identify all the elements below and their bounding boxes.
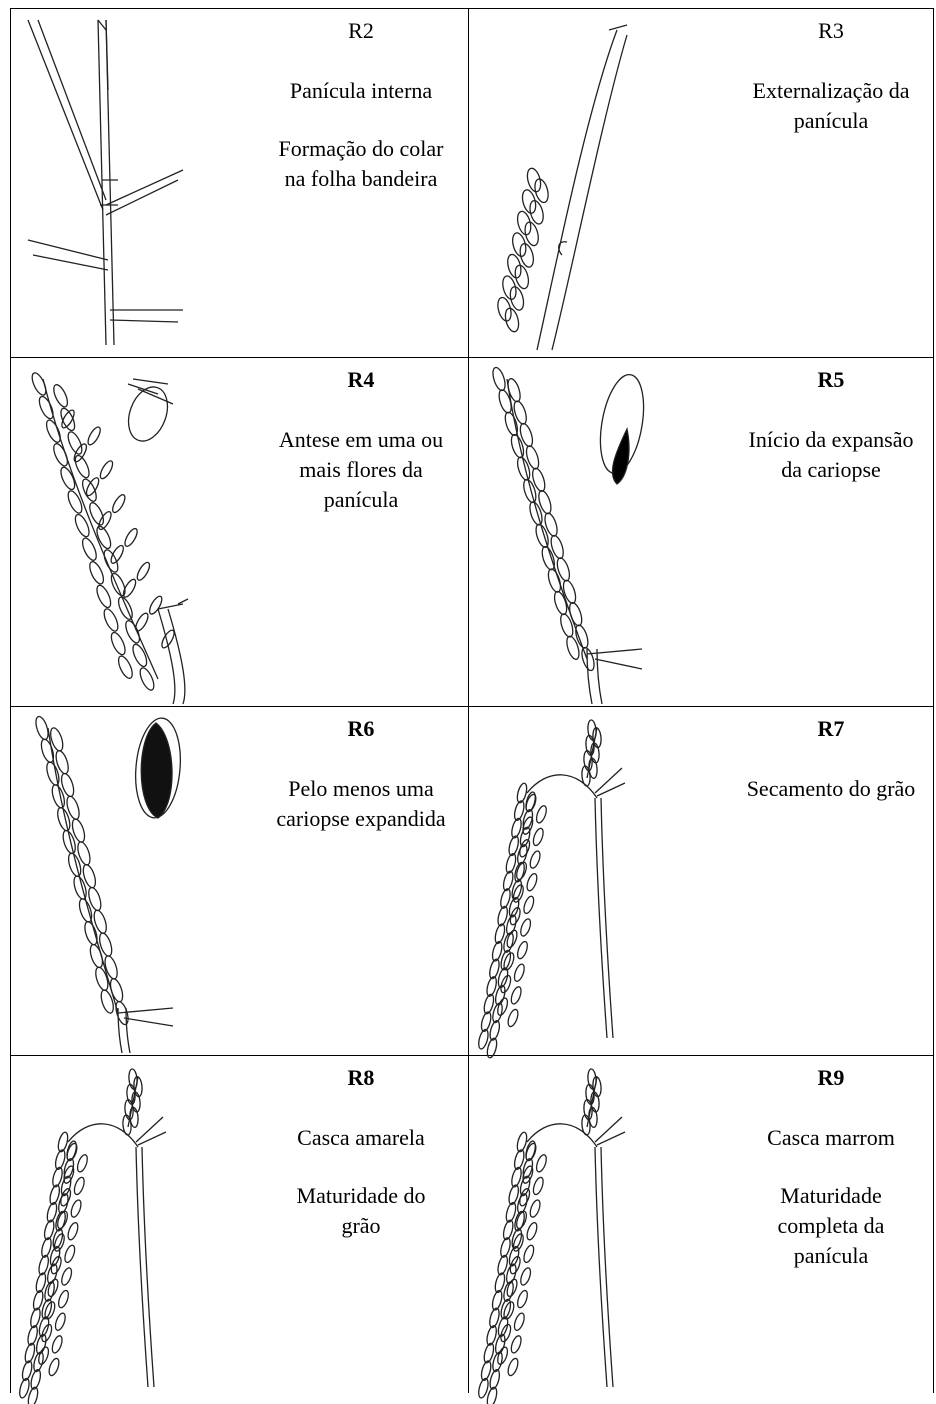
description-line: Panícula interna [251, 76, 471, 106]
description-line: Casca amarela [251, 1123, 471, 1153]
description-line: Secamento do grão [721, 774, 936, 804]
stage-code: R5 [721, 367, 936, 393]
description-line: Pelo menos uma [251, 774, 471, 804]
stage-code: R3 [721, 18, 936, 44]
stage-code: R9 [721, 1065, 936, 1091]
description-line: completa da [721, 1211, 936, 1241]
description-line: da cariopse [721, 455, 936, 485]
stage-description: Secamento do grão [721, 774, 936, 804]
line-gap [251, 1153, 471, 1181]
stage-code: R8 [251, 1065, 471, 1091]
mature-panicle-drawing [18, 1057, 198, 1402]
stage-code: R2 [251, 18, 471, 44]
line-gap [251, 106, 471, 134]
panicle-emerging-drawing [477, 10, 657, 355]
description-line: Maturidade do [251, 1181, 471, 1211]
drying-panicle-drawing [477, 708, 657, 1053]
description-line: cariopse expandida [251, 804, 471, 834]
description-line: grão [251, 1211, 471, 1241]
description-line: Início da expansão [721, 425, 936, 455]
flag-leaf-collar-drawing [18, 10, 198, 355]
line-gap [721, 1153, 936, 1181]
caryopsis-start-drawing [477, 359, 657, 704]
stage-code: R7 [721, 716, 936, 742]
fully-mature-panicle-drawing [477, 1057, 657, 1402]
description-line: Maturidade [721, 1181, 936, 1211]
description-line: panícula [721, 1241, 936, 1271]
description-line: Casca marrom [721, 1123, 936, 1153]
description-line: Formação do colar [251, 134, 471, 164]
description-line: Externalização da [721, 76, 936, 106]
caryopsis-expanded-drawing [18, 708, 198, 1053]
description-line: Antese em uma ou [251, 425, 471, 455]
stage-code: R4 [251, 367, 471, 393]
description-line: mais flores da [251, 455, 471, 485]
description-line: panícula [251, 485, 471, 515]
description-line: na folha bandeira [251, 164, 471, 194]
stage-code: R6 [251, 716, 471, 742]
description-line: panícula [721, 106, 936, 136]
flowering-panicle-drawing [18, 359, 198, 704]
